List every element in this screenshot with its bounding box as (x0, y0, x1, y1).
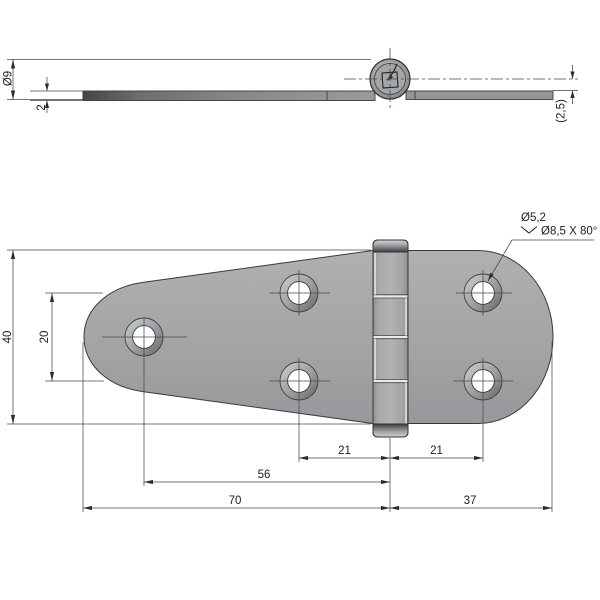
arrowhead (570, 71, 575, 79)
arrowhead (390, 455, 399, 461)
dim-barrel-diameter: Ø9 (3, 59, 16, 100)
dim-text-left-leaf-length: 70 (229, 495, 242, 507)
extension-lines (7, 249, 553, 512)
side-view: Ø9 2 (2,5) (3, 48, 578, 123)
dim-text-barrel-diameter: Ø9 (3, 71, 15, 86)
arrowhead (570, 90, 575, 98)
knuckle-gap (373, 294, 408, 298)
arrowhead (488, 272, 494, 281)
callout-text-hole-diameter: Ø5,2 (521, 212, 546, 224)
arrowhead (49, 293, 55, 302)
arrowhead (381, 455, 390, 461)
dim-text-pitch-right: 21 (430, 445, 443, 457)
dim-leaf-lengths: 70 37 (83, 495, 552, 511)
arrowhead (144, 479, 153, 485)
knuckle-cap-bottom (372, 423, 409, 438)
knuckle-cap-top (372, 239, 409, 253)
arrowhead (474, 455, 483, 461)
arrowhead (299, 455, 308, 461)
dim-overall-height: 40 (2, 250, 16, 424)
dim-leaf-thickness: 2 (30, 77, 83, 113)
right-plate (407, 250, 554, 424)
knuckle-gap (373, 379, 408, 383)
dim-hole-to-pivot: 56 (144, 469, 390, 485)
dim-text-overall-height: 40 (2, 331, 14, 344)
hole-centerlines (102, 270, 513, 486)
arrowhead (44, 100, 50, 108)
arrowhead (44, 83, 50, 91)
pin-square-detail (381, 71, 399, 89)
arrowhead (390, 505, 399, 511)
arrowhead (381, 505, 390, 511)
knuckle-gaps (373, 252, 408, 424)
knuckle-gap (373, 335, 408, 339)
right-leaf-profile (405, 90, 554, 100)
dim-text-pitch-left: 21 (338, 445, 351, 457)
arrowhead (83, 505, 92, 511)
dim-text-leaf-thickness: 2 (36, 104, 48, 110)
arrowhead (10, 250, 16, 259)
arrowhead (381, 479, 390, 485)
countersink-symbol-icon (520, 226, 538, 234)
dim-center-offset: (2,5) (553, 65, 578, 123)
dim-text-right-leaf-length: 37 (464, 495, 477, 507)
dim-hole-pitch: 21 21 (299, 445, 483, 461)
arrowhead (10, 59, 16, 69)
arrowhead (10, 90, 16, 100)
arrowhead (543, 505, 552, 511)
arrowhead (49, 372, 55, 381)
countersink-callout: Ø5,2 Ø8,5 X 80° (487, 212, 597, 282)
dim-text-hole-row-spacing: 20 (39, 331, 51, 344)
arrowhead (10, 415, 16, 424)
plan-view: 40 20 21 21 56 (2, 212, 597, 512)
dim-text-hole-to-pivot: 56 (258, 469, 271, 481)
callout-text-countersink-spec: Ø8,5 X 80° (541, 226, 597, 238)
left-leaf-profile (82, 90, 376, 101)
dim-text-center-offset: (2,5) (556, 99, 568, 123)
dim-hole-row-spacing: 20 (39, 293, 55, 381)
